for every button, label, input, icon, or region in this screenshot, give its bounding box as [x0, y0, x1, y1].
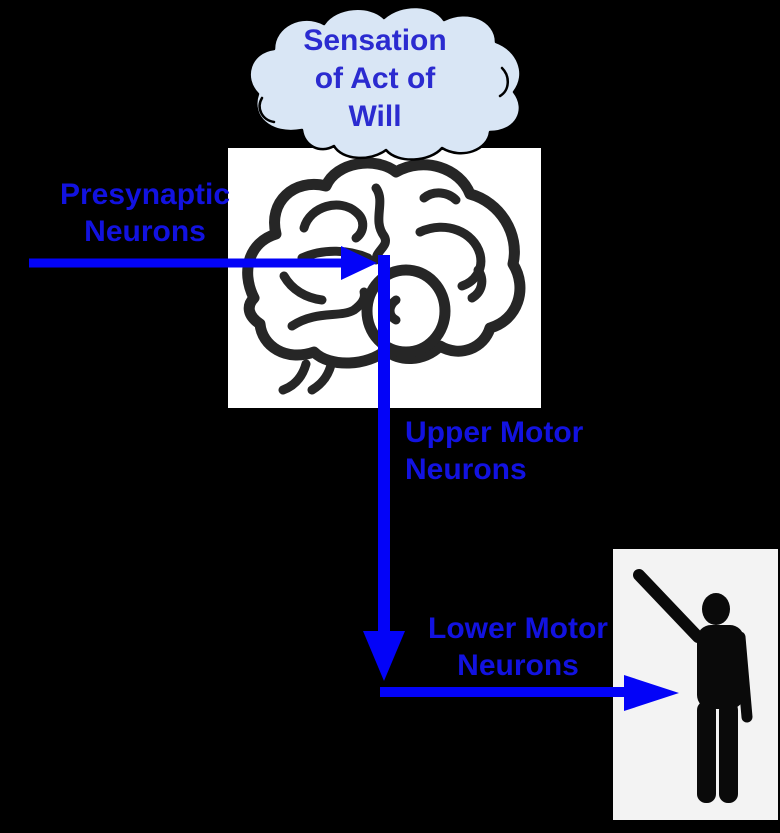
person-raising-arm-icon: [633, 569, 753, 803]
upper-motor-neurons-label: Upper Motor Neurons: [405, 416, 584, 486]
thought-cloud-icon: [248, 5, 522, 161]
lower-motor-neurons-label: Lower Motor Neurons: [428, 612, 608, 682]
cloud-label: Sensation of Act of Will: [303, 24, 447, 133]
lower-motor-right-arrow-icon: [380, 675, 679, 711]
presynaptic-neurons-label: Presynaptic Neurons: [59, 178, 231, 248]
presynaptic-right-arrow-icon: [29, 246, 377, 280]
upper-motor-down-arrow-icon: [363, 255, 405, 681]
